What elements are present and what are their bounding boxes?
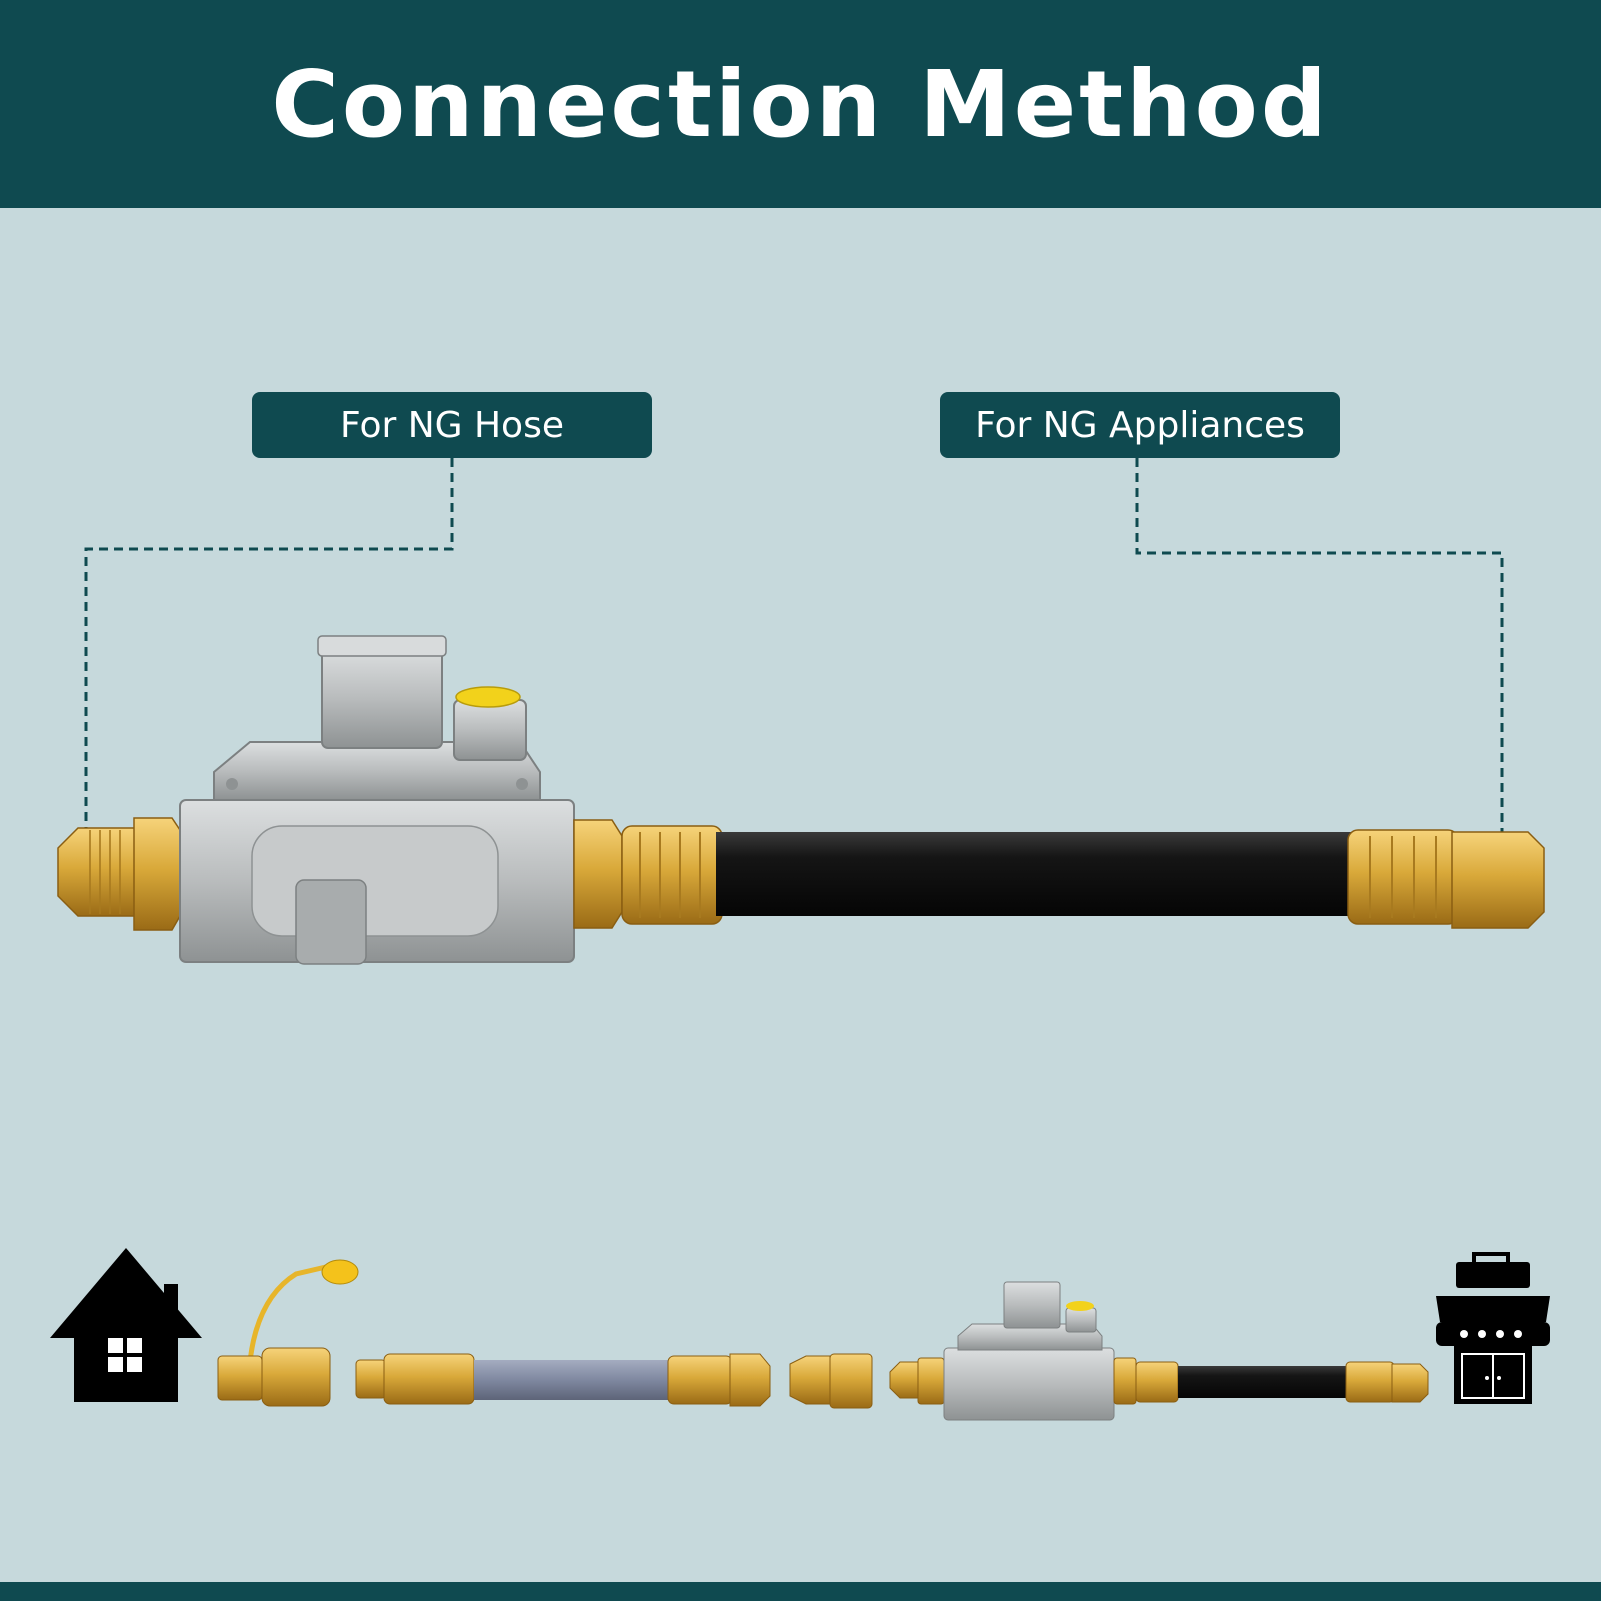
page-title: Connection Method bbox=[271, 50, 1330, 158]
leader-line-appliances bbox=[1135, 458, 1504, 870]
female-flare-nut bbox=[1451, 831, 1545, 929]
flex-gas-hose bbox=[355, 1353, 771, 1407]
gas-grill-icon bbox=[1436, 1252, 1550, 1404]
hose-ferrule-right bbox=[1347, 829, 1459, 925]
label-ng-hose: For NG Hose bbox=[252, 392, 652, 458]
leader-line-hose bbox=[84, 458, 454, 860]
label-ng-appliances: For NG Appliances bbox=[940, 392, 1340, 458]
black-hose bbox=[716, 832, 1356, 916]
footer-bar bbox=[0, 1582, 1601, 1601]
main-regulator-assembly bbox=[57, 635, 1545, 965]
small-regulator-assembly bbox=[889, 1281, 1429, 1421]
quick-connect-fitting bbox=[217, 1259, 359, 1407]
hose-ferrule-left bbox=[621, 825, 723, 925]
inlet-hex-nut bbox=[133, 817, 181, 931]
flare-fitting bbox=[57, 827, 139, 917]
outlet-hex-nut bbox=[573, 819, 623, 929]
header-banner: Connection Method bbox=[0, 0, 1601, 208]
regulator-bonnet bbox=[321, 647, 443, 749]
flare-adapter-fitting bbox=[789, 1353, 873, 1409]
house-icon bbox=[50, 1248, 202, 1402]
yellow-vent-cap bbox=[455, 686, 521, 708]
